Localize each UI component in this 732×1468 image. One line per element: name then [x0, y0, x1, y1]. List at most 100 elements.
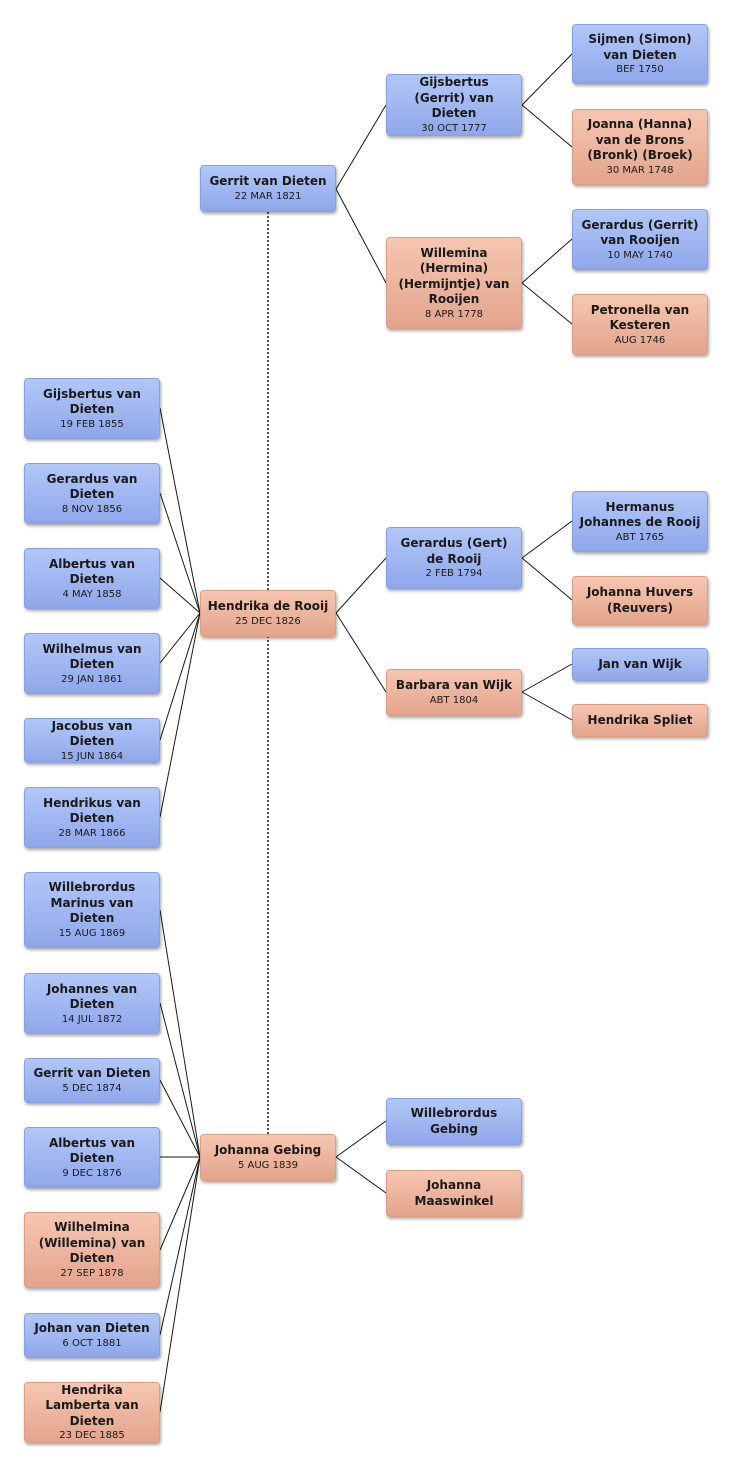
person-petronella-van-kesteren[interactable]: Petronella van Kesteren AUG 1746	[572, 294, 708, 355]
person-child-gerrit[interactable]: Gerrit van Dieten 5 DEC 1874	[24, 1058, 160, 1103]
person-johanna-gebing[interactable]: Johanna Gebing 5 AUG 1839	[200, 1134, 336, 1181]
person-child-gijsbertus[interactable]: Gijsbertus van Dieten 19 FEB 1855	[24, 378, 160, 439]
person-gerardus-gerrit-van-rooijen[interactable]: Gerardus (Gerrit) van Rooijen 10 MAY 174…	[572, 209, 708, 270]
person-date: 4 MAY 1858	[62, 588, 122, 600]
child-line	[159, 1156, 201, 1251]
person-gijsbertus-gerrit-van-dieten[interactable]: Gijsbertus (Gerrit) van Dieten 30 OCT 17…	[386, 74, 522, 136]
person-hermanus-johannes-de-rooij[interactable]: Hermanus Johannes de Rooij ABT 1765	[572, 491, 708, 552]
person-name: Gijsbertus van Dieten	[43, 386, 141, 417]
person-name: Petronella van Kesteren	[590, 302, 690, 333]
child-line	[159, 612, 201, 741]
person-date: 22 MAR 1821	[234, 190, 302, 202]
person-child-jacobus[interactable]: Jacobus van Dieten 15 JUN 1864	[24, 718, 160, 763]
person-name: Albertus van Dieten	[48, 1135, 136, 1166]
person-name: Albertus van Dieten	[48, 556, 136, 587]
person-name: Willebrordus Gebing	[410, 1106, 498, 1136]
person-name: Hendrikus van Dieten	[43, 795, 141, 826]
person-name: Sijmen (Simon) van Dieten	[588, 32, 692, 62]
person-johanna-huvers[interactable]: Johanna Huvers (Reuvers)	[572, 576, 708, 625]
person-child-gerardus[interactable]: Gerardus van Dieten 8 NOV 1856	[24, 463, 160, 524]
person-date: 5 DEC 1874	[62, 1082, 122, 1094]
person-joanna-hanna-van-de-brons[interactable]: Joanna (Hanna) van de Brons (Bronk) (Bro…	[572, 109, 708, 185]
person-willebrordus-gebing[interactable]: Willebrordus Gebing	[386, 1098, 522, 1145]
person-child-willebrordus-marinus[interactable]: Willebrordus Marinus van Dieten 15 AUG 1…	[24, 872, 160, 948]
person-child-johannes[interactable]: Johannes van Dieten 14 JUL 1872	[24, 973, 160, 1034]
parent-line	[521, 238, 573, 284]
parent-line	[521, 663, 573, 693]
person-date: 23 DEC 1885	[59, 1430, 125, 1442]
person-date: AUG 1746	[614, 334, 666, 346]
person-johanna-maaswinkel[interactable]: Johanna Maaswinkel	[386, 1170, 522, 1217]
person-name: Wilhelmina (Willemina) van Dieten	[38, 1220, 146, 1266]
person-hendrika-spliet[interactable]: Hendrika Spliet	[572, 704, 708, 737]
person-date: 29 JAN 1861	[61, 673, 123, 685]
parent-line	[521, 104, 573, 148]
person-date: 8 NOV 1856	[61, 503, 123, 515]
child-line	[159, 1156, 201, 1413]
parent-line	[335, 557, 387, 614]
child-line	[159, 612, 201, 664]
person-jan-van-wijk[interactable]: Jan van Wijk	[572, 648, 708, 681]
person-name: Gerardus (Gerrit) van Rooijen	[581, 217, 699, 248]
parent-line	[335, 188, 387, 284]
person-date: 9 DEC 1876	[62, 1167, 122, 1179]
person-name: Gerrit van Dieten	[33, 1066, 151, 1081]
person-barbara-van-wijk[interactable]: Barbara van Wijk ABT 1804	[386, 669, 522, 716]
person-date: 6 OCT 1881	[62, 1337, 122, 1349]
person-child-hendrikus[interactable]: Hendrikus van Dieten 28 MAR 1866	[24, 787, 160, 848]
person-name: Hermanus Johannes de Rooij	[579, 499, 701, 530]
person-name: Gerardus van Dieten	[46, 471, 138, 502]
person-hendrika-de-rooij[interactable]: Hendrika de Rooij 25 DEC 1826	[200, 590, 336, 637]
person-date: ABT 1804	[429, 694, 479, 706]
person-name: Gerardus (Gert) de Rooij	[400, 536, 508, 566]
person-date: BEF 1750	[616, 64, 664, 75]
person-name: Johan van Dieten	[34, 1321, 150, 1336]
child-line	[159, 492, 201, 614]
person-date: 8 APR 1778	[425, 308, 483, 320]
parent-line	[521, 282, 573, 325]
person-name: Johanna Maaswinkel	[414, 1178, 494, 1208]
child-line	[159, 577, 201, 614]
person-name: Johanna Huvers (Reuvers)	[586, 585, 694, 615]
person-gerrit-van-dieten-1821[interactable]: Gerrit van Dieten 22 MAR 1821	[200, 165, 336, 212]
parent-line	[521, 53, 573, 106]
person-date: 14 JUL 1872	[61, 1013, 123, 1025]
person-gerardus-gert-de-rooij[interactable]: Gerardus (Gert) de Rooij 2 FEB 1794	[386, 527, 522, 589]
person-willemina-van-rooijen[interactable]: Willemina (Hermina) (Hermijntje) van Roo…	[386, 237, 522, 329]
person-child-wilhelmus[interactable]: Wilhelmus van Dieten 29 JAN 1861	[24, 633, 160, 694]
child-line	[159, 1079, 201, 1158]
person-date: 10 MAY 1740	[607, 249, 673, 261]
person-name: Barbara van Wijk	[395, 678, 513, 693]
parent-line	[521, 520, 573, 559]
child-line	[159, 909, 201, 1158]
parent-line	[521, 557, 573, 601]
person-name: Hendrika de Rooij	[207, 599, 329, 614]
parent-line	[335, 612, 387, 693]
child-line	[159, 612, 201, 818]
person-date: 15 AUG 1869	[58, 927, 126, 939]
person-sijmen-van-dieten[interactable]: Sijmen (Simon) van Dieten BEF 1750	[572, 24, 708, 84]
person-name: Joanna (Hanna) van de Brons (Bronk) (Bro…	[587, 117, 693, 163]
person-name: Jan van Wijk	[598, 656, 682, 671]
person-name: Willebrordus Marinus van Dieten	[48, 880, 136, 926]
person-date: 2 FEB 1794	[425, 568, 483, 579]
child-line	[159, 1002, 201, 1158]
person-date: 28 MAR 1866	[58, 827, 126, 839]
person-child-albertus-1858[interactable]: Albertus van Dieten 4 MAY 1858	[24, 548, 160, 609]
person-name: Hendrika Spliet	[587, 712, 693, 727]
person-date: 19 FEB 1855	[60, 418, 124, 430]
person-child-wilhelmina[interactable]: Wilhelmina (Willemina) van Dieten 27 SEP…	[24, 1212, 160, 1288]
person-child-johan[interactable]: Johan van Dieten 6 OCT 1881	[24, 1313, 160, 1358]
person-name: Jacobus van Dieten	[51, 718, 133, 749]
person-name: Gerrit van Dieten	[209, 174, 327, 189]
person-name: Johanna Gebing	[214, 1143, 322, 1158]
person-date: 27 SEP 1878	[60, 1267, 124, 1279]
person-name: Johannes van Dieten	[46, 981, 138, 1012]
parent-line	[335, 1120, 387, 1158]
person-name: Willemina (Hermina) (Hermijntje) van Roo…	[398, 245, 510, 307]
child-line	[159, 1156, 201, 1336]
person-date: 15 JUN 1864	[60, 750, 124, 762]
person-child-albertus-1876[interactable]: Albertus van Dieten 9 DEC 1876	[24, 1127, 160, 1188]
person-date: 30 MAR 1748	[606, 164, 674, 176]
person-child-hendrika-lamberta[interactable]: Hendrika Lamberta van Dieten 23 DEC 1885	[24, 1382, 160, 1443]
